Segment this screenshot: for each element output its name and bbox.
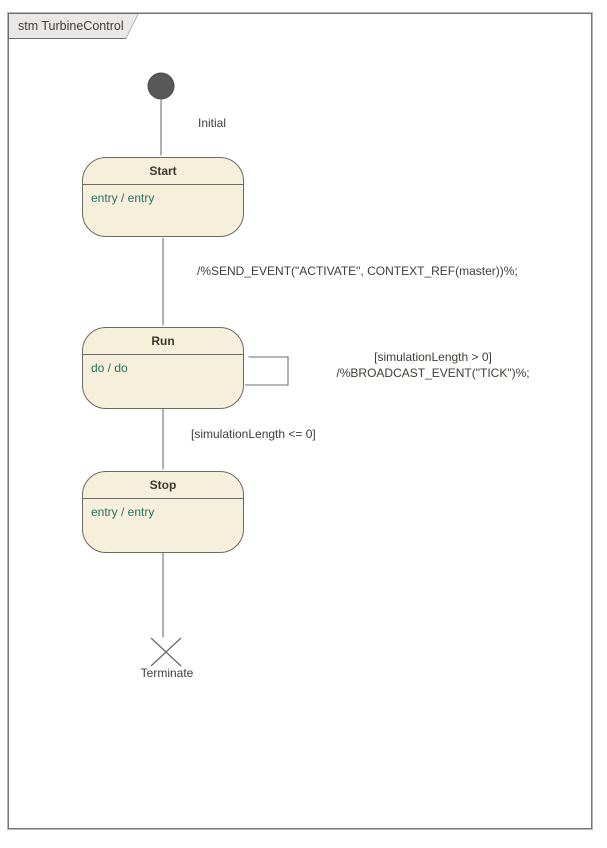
terminate-node[interactable] xyxy=(150,637,182,667)
transition-run-self-effect: /%BROADCAST_EVENT("TICK")%; xyxy=(336,366,530,380)
initial-node-label: Initial xyxy=(198,116,227,130)
diagram-frame-tab: stm TurbineControl xyxy=(8,13,139,39)
state-run-title: Run xyxy=(83,328,243,355)
transition-run-self-loop[interactable] xyxy=(245,357,289,386)
transition-run-to-stop-guard-label: [simulationLength <= 0] xyxy=(191,427,316,441)
initial-node[interactable] xyxy=(147,72,175,100)
terminate-node-label: Terminate xyxy=(140,666,194,680)
state-start-behaviors: entry / entry xyxy=(91,191,155,205)
transition-start-to-run-effect-label: /%SEND_EVENT("ACTIVATE", CONTEXT_REF(mas… xyxy=(197,264,518,278)
state-start[interactable]: Start entry / entry xyxy=(82,157,244,237)
state-stop-behaviors: entry / entry xyxy=(91,505,155,519)
state-start-title: Start xyxy=(83,158,243,185)
state-run-behaviors: do / do xyxy=(91,361,128,375)
diagram-frame-title: stm TurbineControl xyxy=(9,14,138,38)
state-stop[interactable]: Stop entry / entry xyxy=(82,471,244,553)
transition-run-self-guard: [simulationLength > 0] xyxy=(374,350,492,364)
state-run[interactable]: Run do / do xyxy=(82,327,244,409)
state-stop-title: Stop xyxy=(83,472,243,499)
transition-run-self-label: [simulationLength > 0] /%BROADCAST_EVENT… xyxy=(328,349,538,381)
diagram-frame xyxy=(7,12,593,830)
